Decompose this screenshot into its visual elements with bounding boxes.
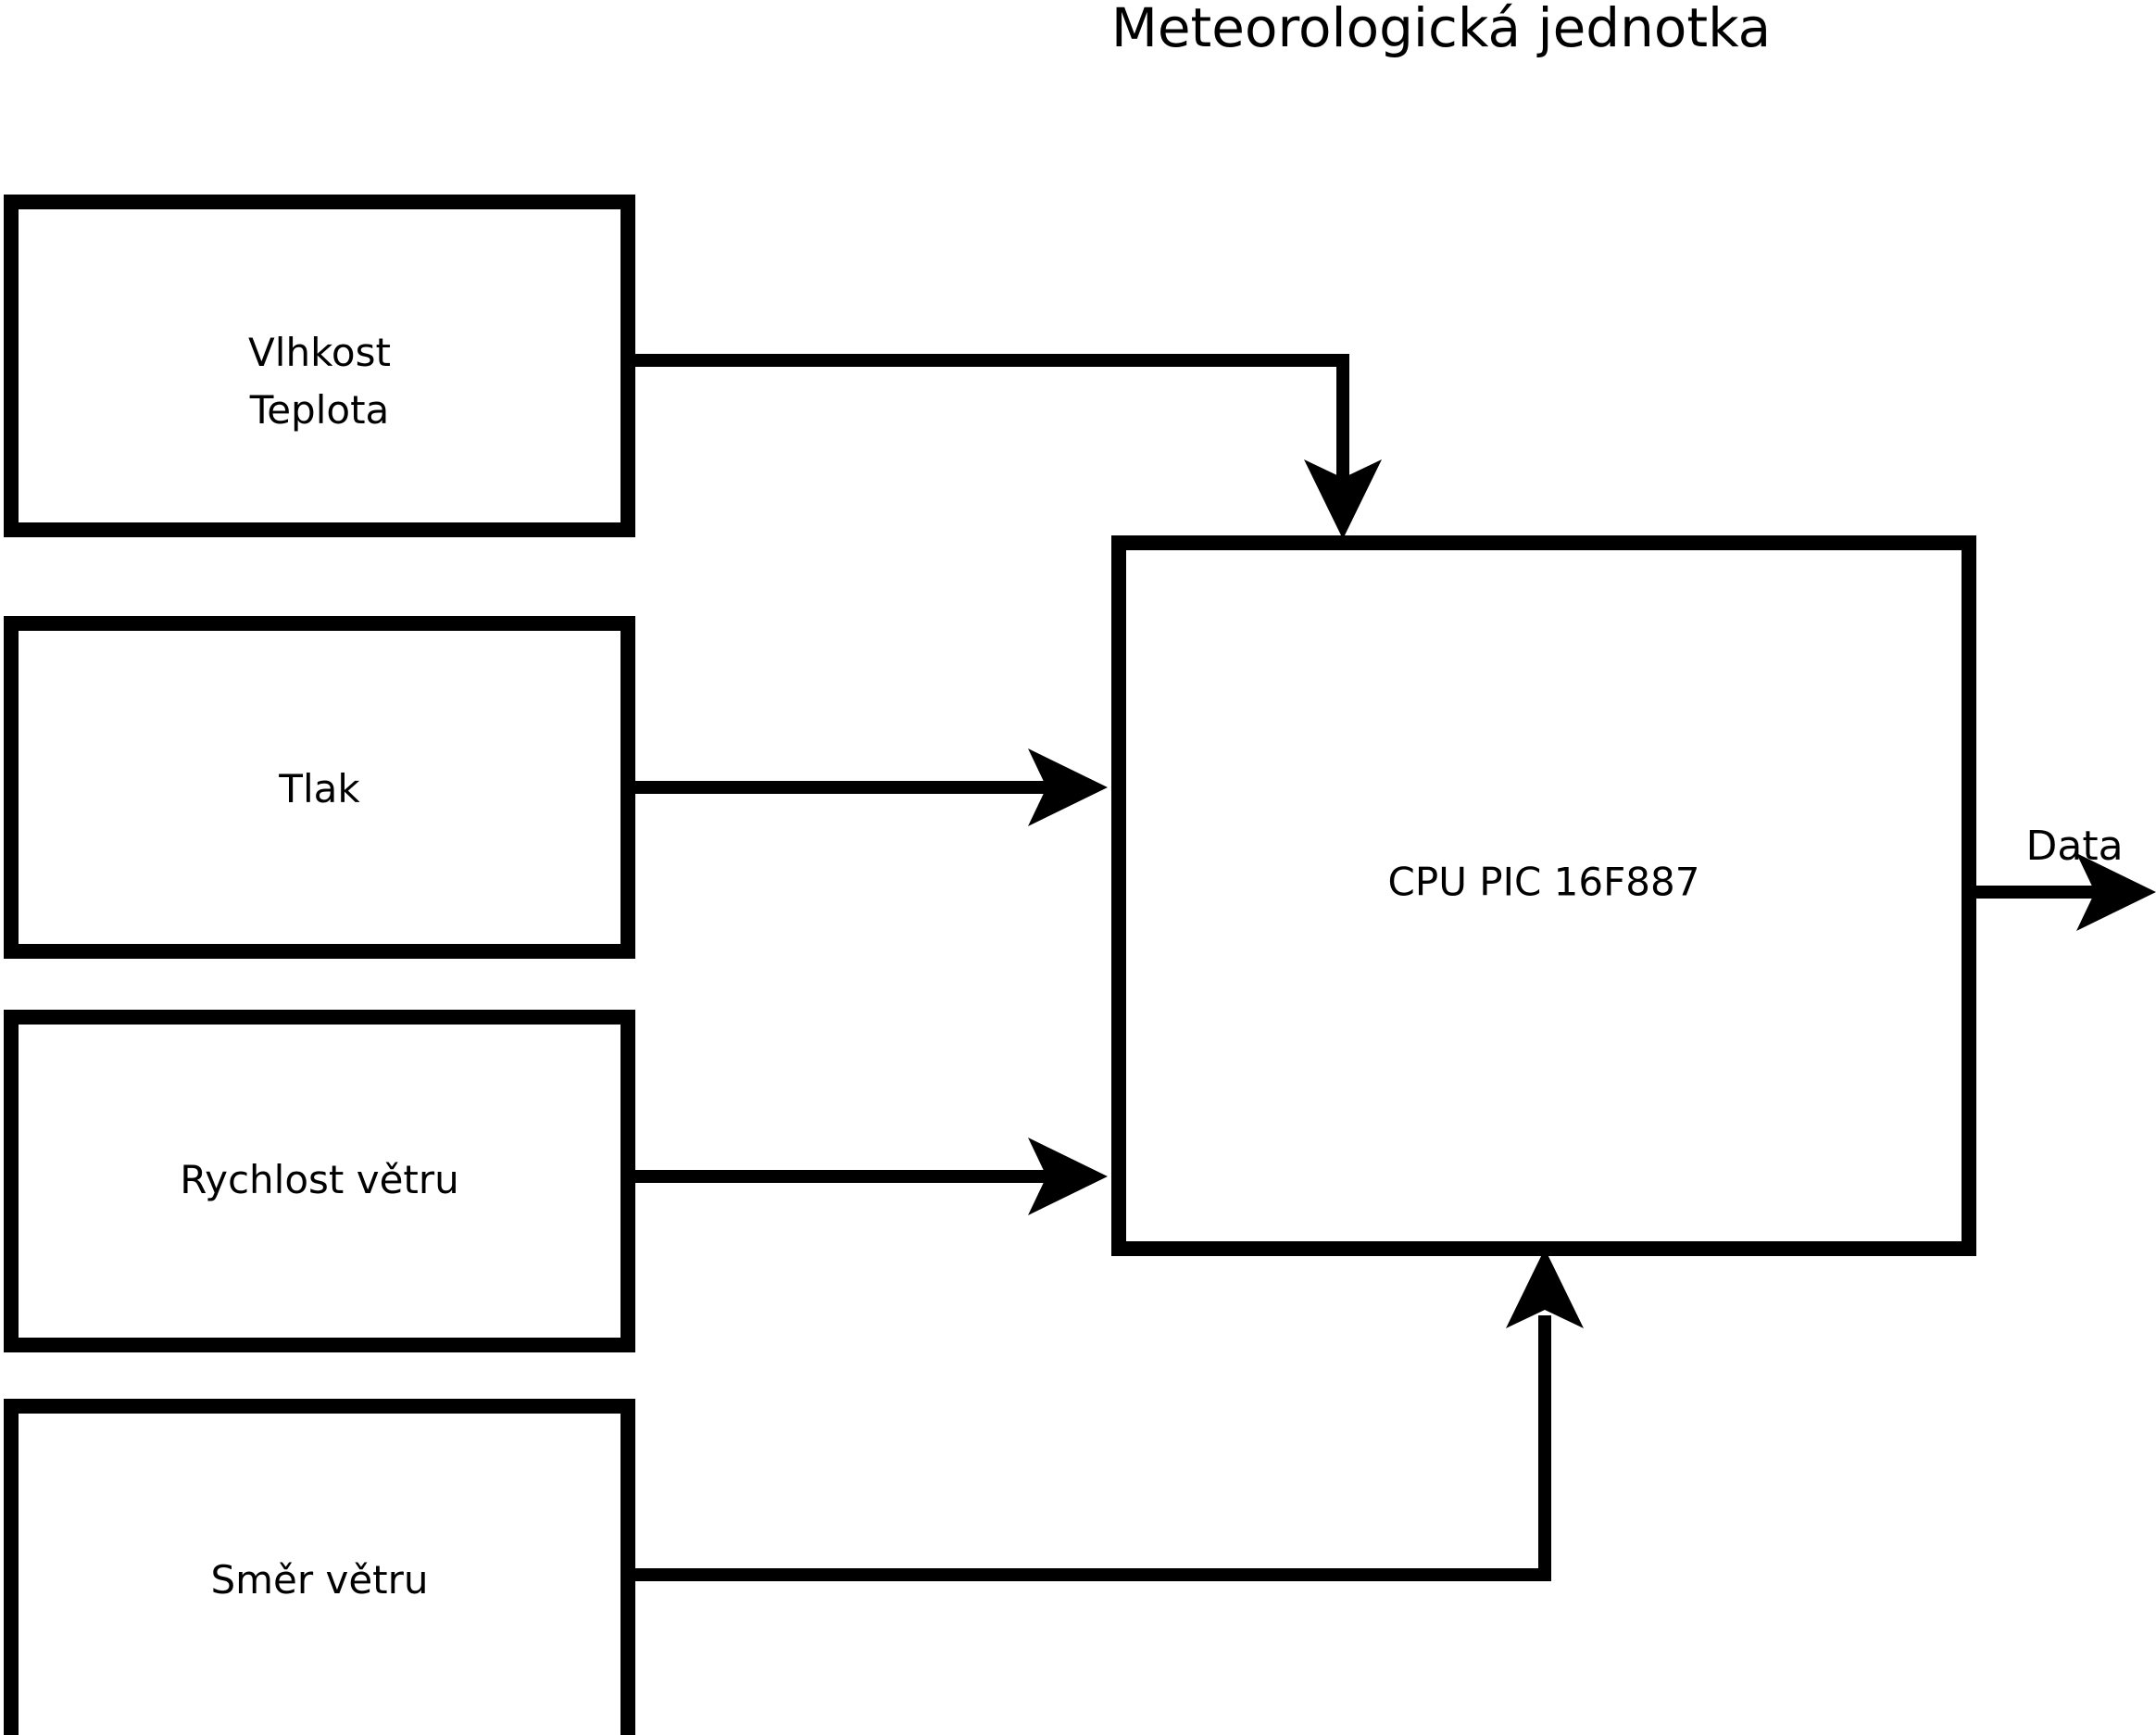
edge-humidity-to-cpu — [635, 354, 1382, 539]
block-humidity-temperature: Vlhkost Teplota — [4, 195, 635, 537]
block-humidity-temperature-label-line2: Teplota — [249, 387, 390, 433]
block-pressure-label: Tlak — [278, 766, 360, 811]
edge-wind-direction-to-cpu — [635, 1249, 1584, 1581]
edge-wind-speed-to-cpu — [635, 1138, 1108, 1215]
edge-wind-speed-to-cpu-arrowhead — [1028, 1138, 1108, 1215]
page-title: Meteorologická jednotka — [1111, 0, 1771, 59]
block-pressure: Tlak — [4, 616, 635, 959]
edge-pressure-to-cpu — [635, 748, 1108, 826]
edge-humidity-to-cpu-arrowhead — [1304, 459, 1382, 539]
block-cpu-rect — [1111, 535, 1976, 1256]
edge-humidity-to-cpu-line — [635, 354, 1349, 508]
edge-cpu-output-label: Data — [2025, 823, 2123, 870]
edge-cpu-output-data: Data — [1969, 823, 2156, 931]
block-wind-speed-label: Rychlost větru — [180, 1157, 459, 1202]
edge-wind-direction-to-cpu-arrowhead — [1506, 1249, 1584, 1328]
block-cpu-label: CPU PIC 16F887 — [1388, 860, 1700, 905]
block-wind-direction: Směr větru — [4, 1399, 635, 1735]
block-pressure-rect — [4, 616, 635, 959]
edge-wind-direction-to-cpu-line — [635, 1315, 1551, 1581]
block-wind-speed-rect — [4, 1010, 635, 1352]
block-humidity-temperature-label-line1: Vlhkost — [248, 330, 391, 375]
block-cpu: CPU PIC 16F887 — [1111, 535, 1976, 1256]
block-wind-direction-rect — [4, 1399, 635, 1735]
edge-cpu-output-arrowhead — [2076, 853, 2156, 931]
block-humidity-temperature-rect — [4, 195, 635, 537]
edge-pressure-to-cpu-arrowhead — [1028, 748, 1108, 826]
block-wind-speed: Rychlost větru — [4, 1010, 635, 1352]
block-wind-direction-label: Směr větru — [210, 1557, 428, 1603]
